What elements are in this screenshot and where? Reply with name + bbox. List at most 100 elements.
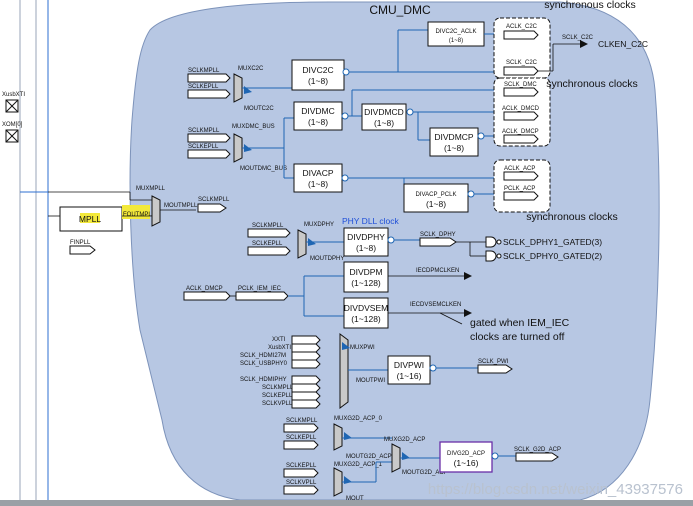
bottom-scroll-bar xyxy=(0,500,693,506)
gate-icon xyxy=(387,236,395,244)
gate-icon xyxy=(467,190,475,198)
input-label: SCLKMPLL xyxy=(188,68,220,74)
input-port xyxy=(187,89,231,99)
div-pwi xyxy=(387,355,431,385)
output-label: ACLK_DMCP xyxy=(502,129,539,135)
mux-g2d-acp xyxy=(391,443,401,473)
input-port xyxy=(247,228,291,238)
output-port xyxy=(503,111,539,121)
input-port xyxy=(187,133,231,143)
input-port xyxy=(235,291,289,301)
mout-label: MOUTMPLL xyxy=(164,203,198,209)
gate-icon xyxy=(429,364,437,372)
mux-label: MUXMPLL xyxy=(136,186,166,192)
input-label: SCLKVPLL xyxy=(262,401,293,407)
div-dpm xyxy=(343,261,389,293)
mux-label: MUXG2D_ACP_0 xyxy=(334,416,383,422)
input-label: SCLKVPLL xyxy=(286,480,317,486)
gate-icon xyxy=(406,108,414,116)
mux-dphy xyxy=(297,229,307,259)
fout-label: FOUTMPLL xyxy=(123,212,156,218)
and-gate-icon xyxy=(485,250,497,262)
pad-icon xyxy=(5,99,19,113)
mux-label: MUXDMC_BUS xyxy=(232,124,275,130)
output-port xyxy=(503,171,539,181)
mux-label: MUXDPHY xyxy=(304,222,334,228)
div-dvsem xyxy=(343,297,389,329)
input-port xyxy=(187,73,231,83)
div-name: DIVDPM xyxy=(349,267,382,277)
sclk-label: SCLKMPLL xyxy=(198,197,230,203)
arrow-icon xyxy=(580,40,588,48)
input-label: PCLK_IEM_IEC xyxy=(238,286,282,292)
mux-c2c xyxy=(233,73,243,103)
input-label: SCLKEPLL xyxy=(188,144,219,150)
div-range: (1~8) xyxy=(449,38,463,44)
div-range: (1~8) xyxy=(308,117,328,127)
and-gate-icon xyxy=(485,236,497,248)
input-label: SCLKMPLL xyxy=(252,223,284,229)
input-port xyxy=(291,335,321,345)
output-port xyxy=(503,30,539,40)
input-port xyxy=(283,468,319,478)
output-label: ACLK_C2C xyxy=(506,24,538,30)
input-port xyxy=(283,485,319,495)
pin-label: XOM[0] xyxy=(2,122,23,128)
gate-icon xyxy=(342,68,350,76)
div-dmc xyxy=(293,101,343,131)
div-range: (1~128) xyxy=(351,278,381,288)
div-name: DIVACP xyxy=(302,168,333,178)
watermark-text: https://blog.csdn.net/weixin_43937576 xyxy=(427,481,683,498)
mpll-label: MPLL xyxy=(79,214,101,224)
input-port xyxy=(291,359,321,369)
mux-pwi xyxy=(339,333,349,409)
div-g2d-acp xyxy=(439,441,493,473)
input-label: SCLK_HDMI27M xyxy=(240,353,286,359)
gate-icon xyxy=(477,132,485,140)
output-port xyxy=(503,87,539,97)
fin-label: FINPLL xyxy=(70,240,91,246)
gated-note-line: clocks are turned off xyxy=(470,331,564,343)
sclk-label: SCLK_DPHY xyxy=(420,232,456,238)
div-name: DIVDMCD xyxy=(364,107,404,117)
div-dmcp xyxy=(429,127,479,157)
gate-icon xyxy=(341,112,349,120)
div-range: (1~8) xyxy=(444,143,464,153)
mout-label: MOUT xyxy=(346,496,364,502)
output-label: SCLK_G2D_ACP xyxy=(514,447,561,453)
output-label: PCLK_ACP xyxy=(504,186,535,192)
div-name: DIVC2C_ACLK xyxy=(435,29,476,35)
input-label: SCLKMPLL xyxy=(286,418,318,424)
pin-label: XusbXTI xyxy=(2,92,25,98)
mux-g2d-acp-0 xyxy=(333,423,343,451)
input-port xyxy=(291,383,321,393)
gate-icon xyxy=(491,452,499,460)
sync-note: synchronous clocks xyxy=(544,0,636,11)
mout-label: MOUTDMC_BUS xyxy=(240,166,287,172)
input-label: SCLKEPLL xyxy=(188,84,219,90)
input-port xyxy=(291,375,321,385)
div-name: DIVDVSEM xyxy=(344,303,388,313)
div-name: DIVDMCP xyxy=(434,132,474,142)
input-port xyxy=(291,343,321,353)
input-port xyxy=(283,440,319,450)
div-acp-pclk xyxy=(403,183,469,213)
gated-clock-label: SCLK_DPHY0_GATED(2) xyxy=(503,251,602,261)
fout-highlight xyxy=(122,205,150,219)
mux-label: MUXC2C xyxy=(238,66,264,72)
output-port xyxy=(503,134,539,144)
output-port xyxy=(503,191,539,201)
div-range: (1~128) xyxy=(351,314,381,324)
div-c2c-aclk xyxy=(427,21,485,47)
gated-note-line: gated when IEM_IEC xyxy=(470,317,570,329)
input-label: SCLKEPLL xyxy=(252,241,283,247)
div-name: DIVACP_PCLK xyxy=(416,192,457,198)
mout-label: MOUTDPHY xyxy=(310,256,344,262)
sync-note: synchronous clocks xyxy=(546,78,638,90)
div-name: DIVG2D_ACP xyxy=(447,451,485,457)
sync-note: synchronous clocks xyxy=(526,211,618,223)
mout-label: MOUTC2C xyxy=(244,106,274,112)
mux-select-icon xyxy=(342,342,350,350)
